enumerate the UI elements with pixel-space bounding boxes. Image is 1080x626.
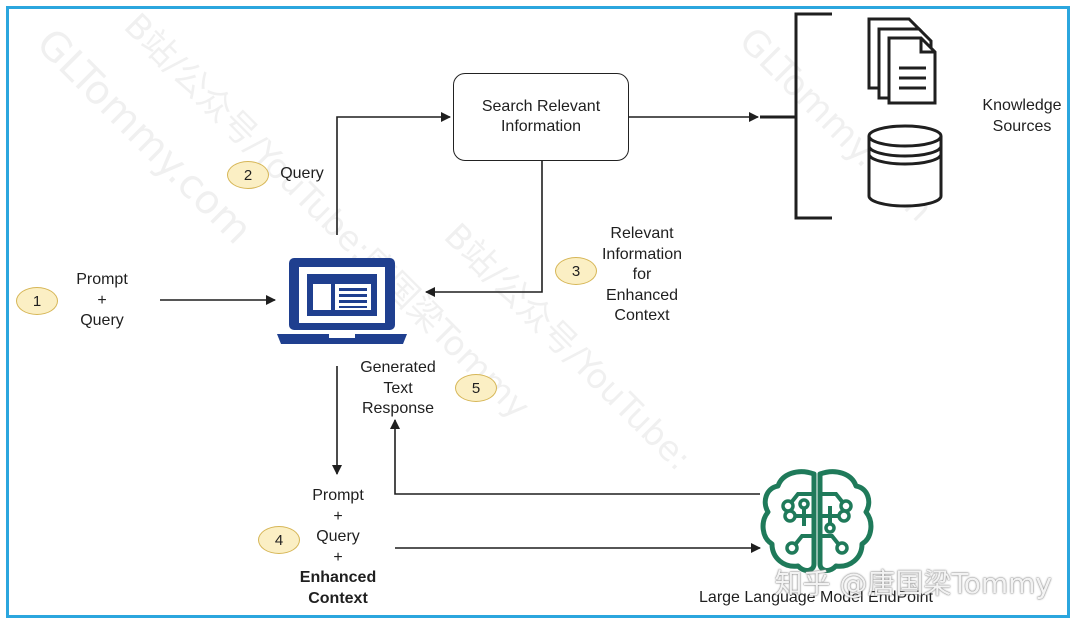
step-3-line-4: Enhanced: [605, 286, 679, 304]
step-1-badge: 1: [16, 287, 58, 315]
step-3-line-2: Information: [601, 245, 683, 263]
step-4-label: Prompt + Query + Enhanced Context: [288, 486, 388, 609]
step-1-line-3: Query: [80, 312, 124, 329]
knowledge-line-1: Knowledge: [982, 97, 1062, 114]
search-box-line-1: Search Relevant: [481, 97, 601, 115]
knowledge-sources-label: Knowledge Sources: [976, 96, 1068, 137]
step-5-line-2: Text: [383, 379, 413, 397]
step-3-badge: 3: [555, 257, 597, 285]
step-1-line-1: Prompt: [76, 271, 128, 288]
arrow-llm-to-response: [390, 419, 760, 495]
laptop-icon: [277, 258, 407, 344]
step-4-line-3: Query: [316, 528, 360, 545]
step-5-badge: 5: [455, 374, 497, 402]
step-4-line-1: Prompt: [312, 487, 364, 504]
step-2-badge: 2: [227, 161, 269, 189]
step-1-label: Prompt + Query: [56, 270, 148, 332]
arrow-query-to-search: [336, 112, 451, 235]
step-2-label: Query: [280, 165, 324, 182]
diagram-frame: [6, 6, 1070, 618]
llm-label: Large Language Model EndPoint: [699, 589, 933, 606]
step-4-line-4: +: [333, 548, 343, 566]
step-4-bold-line-2: Context: [308, 589, 368, 607]
step-4-line-2: +: [333, 507, 343, 525]
knowledge-line-2: Sources: [992, 117, 1052, 135]
documents-icon: [867, 17, 937, 105]
watermark-text: 知乎 @唐国梁Tommy: [774, 567, 1053, 600]
step-3-line-5: Context: [614, 307, 670, 324]
step-3-line-3: for: [632, 266, 652, 283]
step-5-line-3: Response: [361, 400, 435, 417]
step-5-label: Generated Text Response: [348, 358, 448, 420]
search-relevant-information-box: Search Relevant Information: [453, 73, 629, 161]
search-box-line-2: Information: [500, 118, 582, 135]
step-3-label: Relevant Information for Enhanced Contex…: [592, 224, 692, 327]
step-4-bold-line-1: Enhanced: [299, 569, 377, 586]
step-5-line-1: Generated: [360, 359, 436, 376]
brain-circuit-icon: [760, 469, 874, 573]
knowledge-bracket: [760, 12, 832, 220]
arrow-info-to-client: [425, 161, 543, 297]
step-3-line-1: Relevant: [610, 225, 674, 242]
database-icon: [867, 124, 943, 208]
step-4-badge: 4: [258, 526, 300, 554]
step-1-line-2: +: [97, 291, 107, 309]
